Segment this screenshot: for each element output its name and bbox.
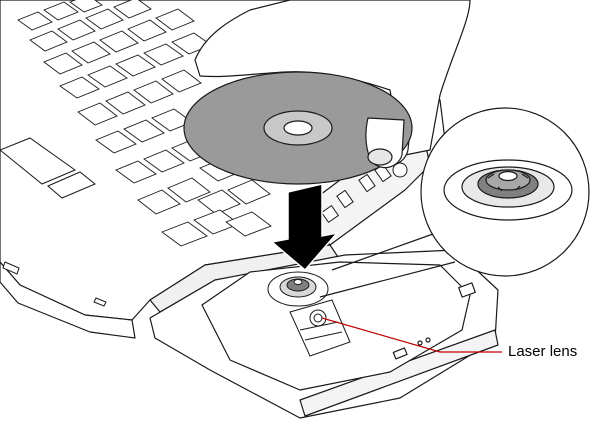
detail-inset bbox=[319, 107, 590, 298]
insert-arrow-icon bbox=[270, 183, 339, 272]
side-ports bbox=[320, 162, 408, 224]
laser-lens-label: Laser lens bbox=[508, 343, 578, 360]
touchpad bbox=[0, 137, 96, 199]
tray-spindle bbox=[267, 271, 329, 307]
disc bbox=[183, 71, 413, 185]
laser-lens-leader bbox=[321, 317, 502, 353]
front-indicators bbox=[2, 261, 107, 307]
pickup-assembly bbox=[289, 299, 351, 357]
thumb bbox=[365, 117, 405, 169]
